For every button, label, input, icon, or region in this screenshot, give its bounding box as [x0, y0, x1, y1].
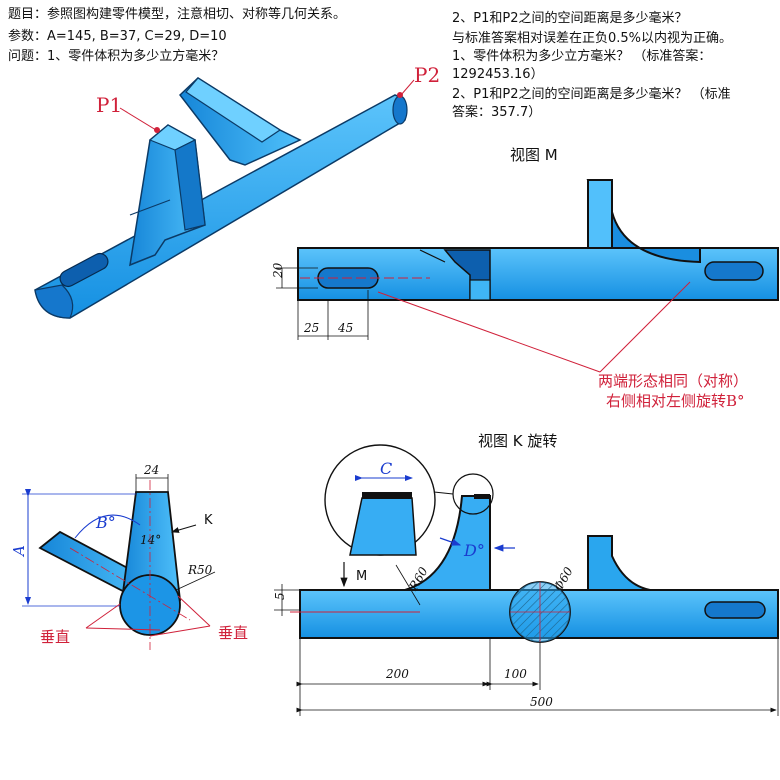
dim-100: 100 [504, 667, 527, 681]
angle-14: 14° [140, 533, 161, 547]
dim-45: 45 [337, 321, 353, 335]
dim-5: 5 [273, 592, 287, 600]
answer-line-4: 1292453.16） [452, 67, 544, 82]
p1-marker [154, 127, 160, 133]
view-k-title: 视图 K 旋转 [478, 432, 557, 450]
perp-label-2: 垂直 [218, 624, 248, 642]
isometric-part [34, 77, 415, 319]
view-m-title: 视图 M [510, 146, 558, 164]
label-k: K [204, 513, 213, 528]
dim-c: C [380, 459, 392, 478]
dim-500: 500 [530, 695, 553, 709]
answer-line-1: 2、P1和P2之间的空间距离是多少毫米？ [452, 11, 688, 26]
left-section-view [22, 474, 216, 650]
p2-marker [397, 92, 403, 98]
dim-200: 200 [385, 667, 409, 681]
angle-b: B° [95, 513, 116, 532]
answer-line-5: 2、P1和P2之间的空间距离是多少毫米？ （标准 [452, 87, 731, 102]
header-line-3: 问题：1、零件体积为多少立方毫米？ [8, 49, 225, 64]
dim-25: 25 [303, 321, 319, 335]
note-line-2: 右侧相对左侧旋转B° [606, 392, 745, 410]
label-m: M [356, 569, 367, 584]
dim-a: A [10, 545, 28, 558]
answer-line-6: 答案：357.7） [452, 105, 542, 120]
view-k-drawing [274, 444, 779, 716]
note-line-1: 两端形态相同（对称） [598, 372, 748, 390]
p2-label: P2 [414, 63, 440, 87]
radius-r50: R50 [187, 563, 213, 577]
view-m-drawing [276, 179, 779, 340]
dim-24: 24 [143, 463, 159, 477]
header-line-2: 参数：A=145, B=37, C=29, D=10 [8, 29, 227, 44]
answer-line-3: 1、零件体积为多少立方毫米？ （标准答案： [452, 49, 712, 64]
p1-label: P1 [96, 93, 122, 117]
angle-d: D° [463, 541, 485, 560]
header-line-1: 题目：参照图构建零件模型，注意相切、对称等几何关系。 [8, 7, 347, 22]
perp-label-1: 垂直 [40, 628, 70, 646]
answer-line-2: 与标准答案相对误差在正负0.5%以内视为正确。 [452, 31, 733, 46]
dim-20: 20 [271, 262, 285, 279]
